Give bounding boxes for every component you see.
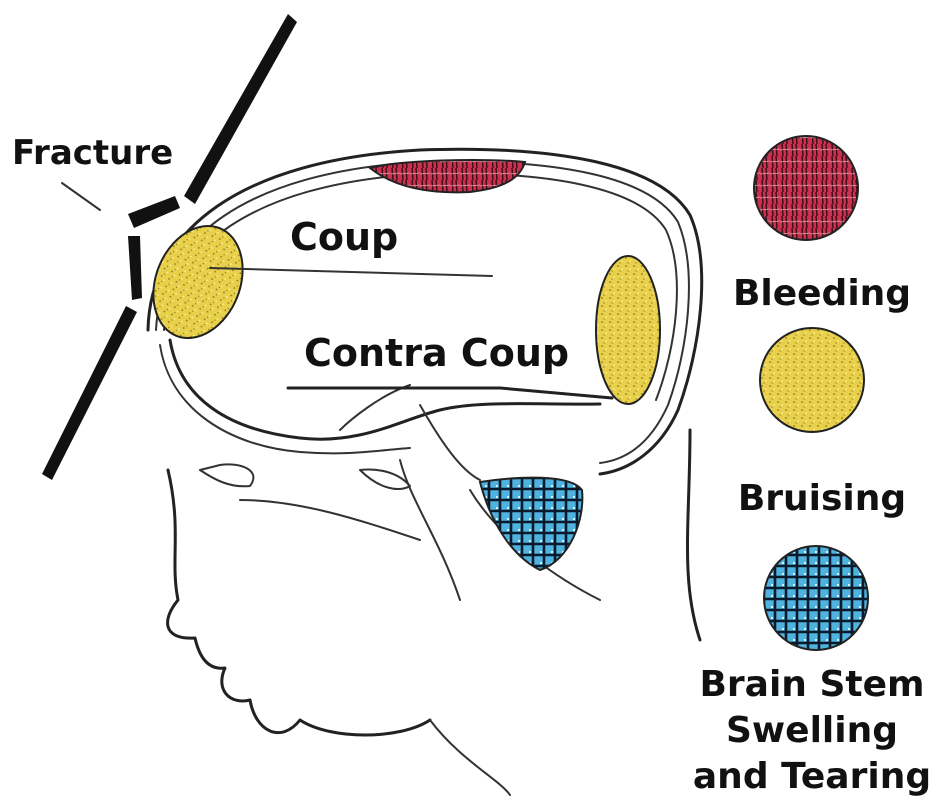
top-bleeding-area: [370, 160, 525, 192]
coup-label: Coup: [290, 215, 398, 259]
legend-brain-stem-line3: and Tearing: [693, 756, 931, 797]
head-profile: [168, 430, 700, 795]
contra-coup-label: Contra Coup: [304, 331, 569, 375]
legend-brain-stem-line1: Brain Stem: [699, 664, 924, 705]
legend-brain-stem-swatch: [764, 546, 868, 650]
coup-pointer-line: [210, 268, 492, 276]
fracture-pointer-line: [62, 183, 100, 210]
legend-bleeding-swatch: [754, 136, 858, 240]
fracture-label: Fracture: [12, 133, 173, 173]
legend: Bleeding Bruising Brain Stem Swelling an…: [693, 136, 931, 797]
brain-stem-area: [480, 478, 582, 570]
legend-brain-stem-line2: Swelling: [726, 710, 898, 751]
legend-bruising-swatch: [760, 328, 864, 432]
contra-coup-pointer-line: [288, 388, 612, 398]
contra-coup-bruise: [596, 256, 660, 404]
legend-bruising-label: Bruising: [738, 478, 906, 519]
legend-bleeding-label: Bleeding: [733, 273, 911, 314]
